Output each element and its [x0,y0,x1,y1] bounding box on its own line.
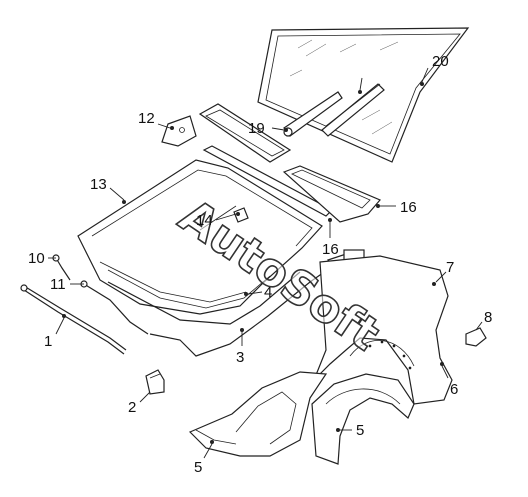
callout-3: 3 [236,328,244,366]
callout-1: 1 [44,314,66,350]
callout-19: 20 [420,53,449,86]
callout-11: 10 [28,250,56,267]
inner-fender-apron [188,371,328,457]
callout-label-12: 11 [50,276,66,293]
hood-hinge [161,115,197,147]
callout-label-16a: 14 [196,212,213,229]
hood-emblem [233,207,249,223]
callout-14: 12 [138,110,174,130]
callout-label-14: 12 [138,110,155,127]
callout-label-13: 13 [90,176,107,193]
callout-label-18: 19 [248,120,265,137]
callout-label-6: 5 [356,422,364,439]
cowl-panel [198,103,381,223]
callout-label-11: 10 [28,250,45,267]
hood-prop-rod [20,284,127,355]
callout-16a: 14 [196,212,240,229]
callout-20 [358,77,363,94]
callout-5: 5 [194,440,214,476]
callout-label-1: 1 [44,333,52,350]
callout-label-3: 3 [236,349,244,366]
callout-7: 7 [432,259,454,286]
callout-label-19: 20 [432,53,449,70]
callout-label-7: 7 [446,259,454,276]
callout-8: 6 [440,362,458,398]
callout-16b: 16 [322,218,339,258]
callout-17: 16 [376,199,417,216]
callout-label-17: 16 [400,199,417,216]
callout-6: 5 [336,422,364,439]
callout-label-8: 6 [450,381,458,398]
callout-2: 2 [128,391,151,416]
callout-label-10: 8 [484,309,492,326]
callout-18: 19 [248,120,288,137]
callout-12: 11 [50,276,84,293]
cable-12 [80,280,149,335]
callout-label-16b: 16 [322,241,339,258]
callout-10: 8 [475,309,492,331]
windshield [257,27,470,163]
wheelhouse-liner [311,373,415,465]
callout-4: 4 [244,284,272,301]
hood-seal [107,271,301,325]
retaining-clip [465,327,487,347]
bump-stop [145,369,165,395]
callout-label-4: 4 [264,284,272,301]
cable-11 [52,254,71,281]
callout-13: 13 [90,176,126,204]
hood [77,159,323,315]
callout-label-5: 5 [194,459,202,476]
callout-label-2: 2 [128,399,136,416]
